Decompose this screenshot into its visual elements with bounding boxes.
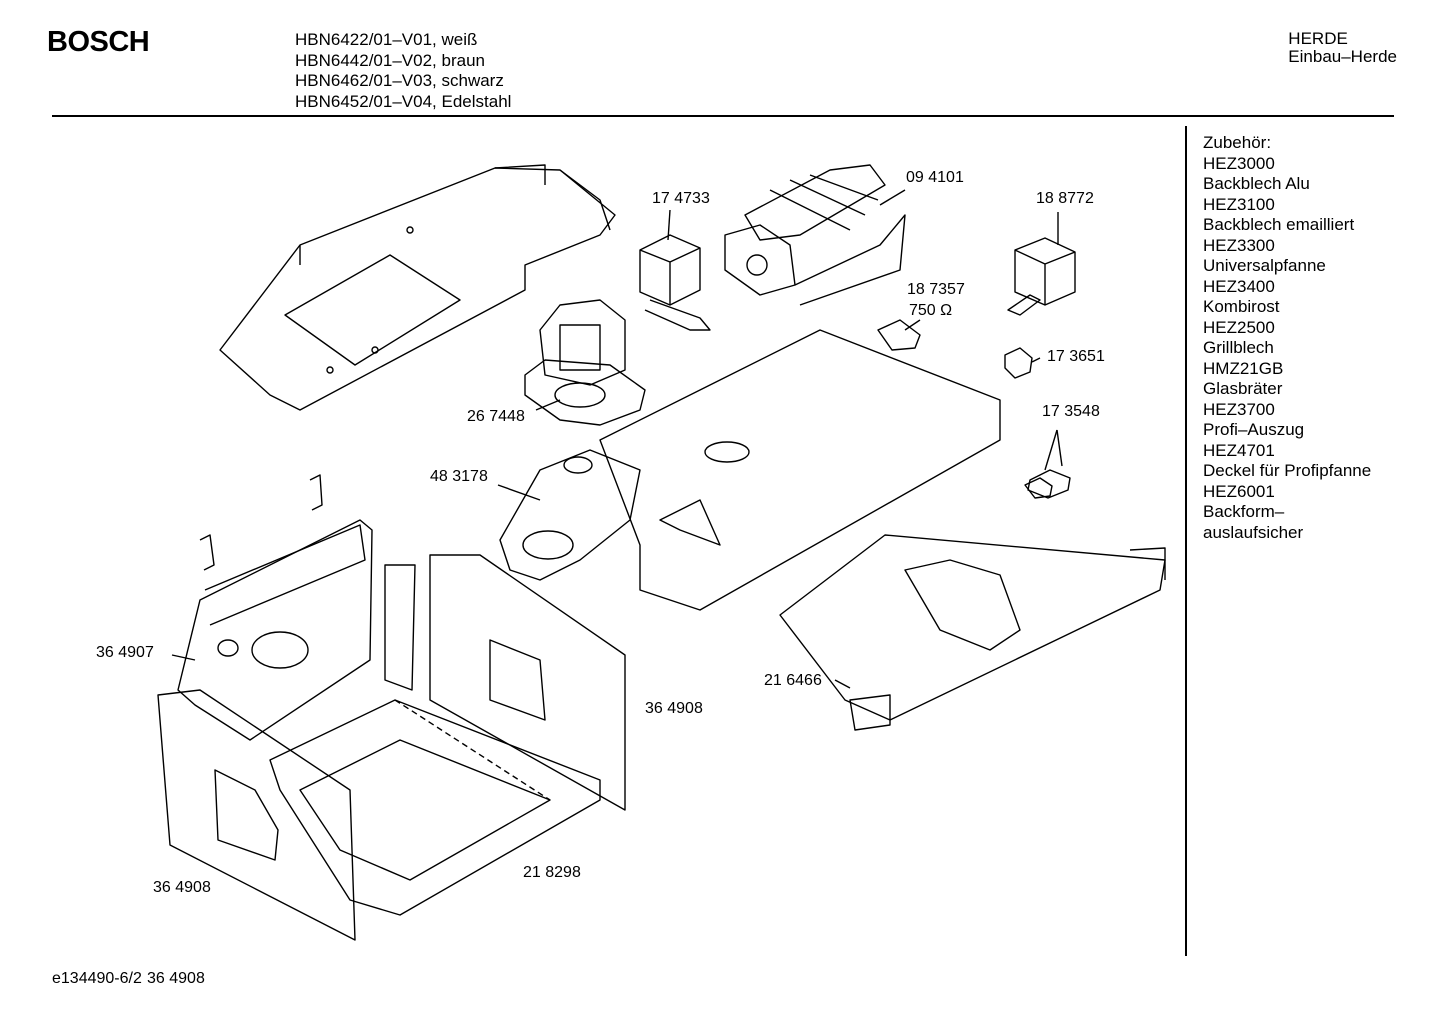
sidebar-divider <box>1185 126 1187 956</box>
model-list: HBN6422/01–V01, weiß HBN6442/01–V02, bra… <box>295 30 511 112</box>
thermostat-drawing <box>1004 347 1041 379</box>
part-label: 18 7357 <box>907 281 965 298</box>
accessory-item: Glasbräter <box>1203 379 1283 398</box>
part-label: 21 6466 <box>764 672 822 689</box>
accessory-item: Backblech Alu <box>1203 174 1310 193</box>
header-divider <box>52 115 1394 117</box>
overlapping-part-label: 36 4908 <box>147 970 205 987</box>
accessory-item: Backform– <box>1203 502 1285 521</box>
part-label-resistance: 750 Ω <box>909 302 953 319</box>
switches-drawing <box>1024 429 1071 499</box>
accessory-item: HEZ2500 <box>1203 317 1275 337</box>
part-label: 36 4908 <box>153 879 211 896</box>
part-label: 48 3178 <box>430 468 488 485</box>
transformer-right-drawing <box>1007 212 1076 316</box>
accessory-heading: Zubehör: <box>1203 133 1272 152</box>
side-panel-right-drawing <box>384 554 626 811</box>
part-label: 18 8772 <box>1036 190 1094 207</box>
accessory-item: HEZ3400 <box>1203 276 1275 296</box>
accessory-item: HMZ21GB <box>1203 358 1284 378</box>
model-line: HBN6462/01–V03, schwarz <box>295 71 504 90</box>
accessory-item: HEZ3000 <box>1203 153 1275 173</box>
part-label: 17 4733 <box>652 190 710 207</box>
brand-logo: BOSCH <box>47 26 150 58</box>
blower-motor-drawing <box>524 299 646 426</box>
mounting-plate-drawing <box>219 164 616 411</box>
part-label: 17 3548 <box>1042 403 1100 420</box>
tray-drawing <box>779 534 1166 731</box>
side-panel-left-drawing <box>157 689 356 941</box>
tangential-fan-drawing <box>724 164 906 306</box>
model-line: HBN6452/01–V04, Edelstahl <box>295 91 512 111</box>
transformer-drawing <box>639 209 711 331</box>
accessory-item: Profi–Auszug <box>1203 420 1305 439</box>
accessory-item: Deckel für Profipfanne <box>1203 461 1372 480</box>
category-label: HERDE Einbau–Herde <box>1288 30 1397 66</box>
back-panel-drawing <box>171 474 373 741</box>
bottom-tray-drawing <box>269 699 601 916</box>
part-label: 21 8298 <box>523 864 581 881</box>
accessory-item: Grillblech <box>1203 338 1274 357</box>
part-label: 36 4908 <box>645 700 703 717</box>
category-line: Einbau–Herde <box>1288 47 1397 66</box>
part-label: 26 7448 <box>467 408 525 425</box>
part-label: 09 4101 <box>906 169 964 186</box>
accessory-item: Universalpfanne <box>1203 256 1326 275</box>
part-label: 36 4907 <box>96 644 154 661</box>
accessory-item: HEZ3300 <box>1203 235 1275 255</box>
accessory-item: HEZ3100 <box>1203 194 1275 214</box>
accessory-item: HEZ3700 <box>1203 399 1275 419</box>
accessory-item: HEZ6001 <box>1203 481 1275 501</box>
document-code: e134490-6/2 <box>52 970 142 987</box>
resistor-drawing <box>877 319 921 351</box>
model-line: HBN6422/01–V01, weiß <box>295 30 478 49</box>
part-label: 17 3651 <box>1047 348 1105 365</box>
accessories-list: Zubehör: HEZ3000 Backblech Alu HEZ3100 B… <box>1203 133 1371 543</box>
accessory-item: Backblech emailliert <box>1203 215 1355 234</box>
base-plate-drawing <box>497 329 1001 611</box>
category-line: HERDE <box>1288 29 1348 48</box>
accessory-item: HEZ4701 <box>1203 440 1275 460</box>
accessory-item: Kombirost <box>1203 297 1280 316</box>
model-line: HBN6442/01–V02, braun <box>295 50 485 70</box>
accessory-item: auslaufsicher <box>1203 522 1304 542</box>
